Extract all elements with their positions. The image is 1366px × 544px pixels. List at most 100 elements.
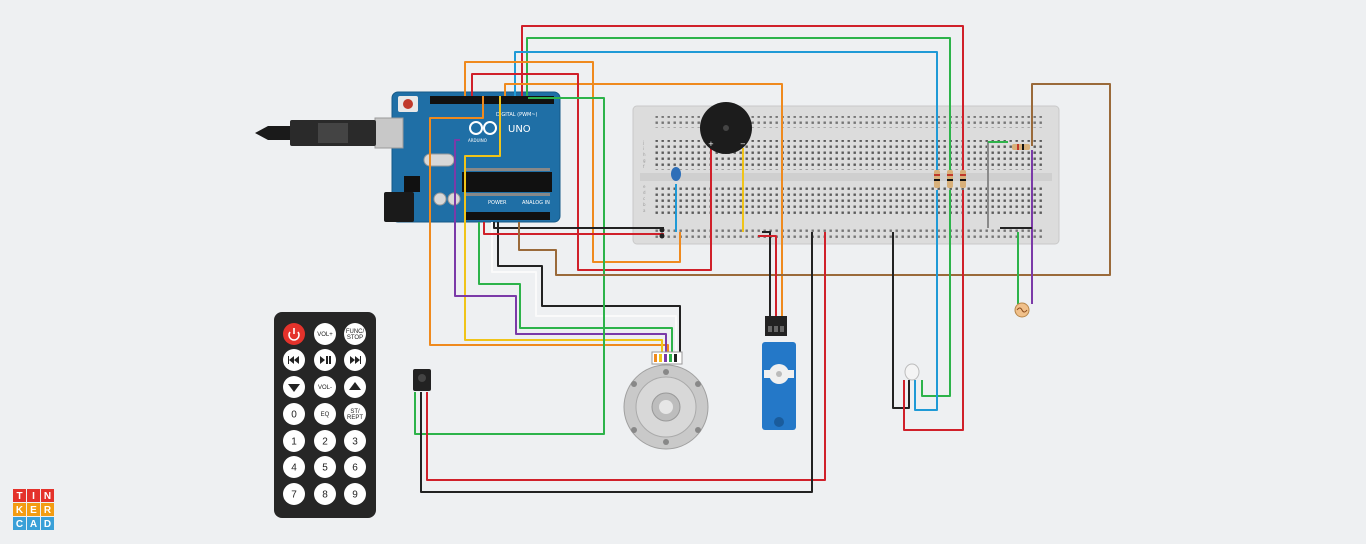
remote-button-label: FUNC/ (346, 329, 365, 335)
remote-button-label: 1 (291, 437, 297, 448)
remote-button-12[interactable]: 1 (283, 430, 305, 452)
bottom-power-rail (652, 226, 1044, 238)
svg-text:d: d (643, 190, 646, 195)
purple-wire-stepper[interactable] (454, 139, 667, 355)
orange-wire-stepper[interactable] (429, 96, 669, 355)
yellow-wire-stepper[interactable] (464, 96, 663, 355)
servo-motor[interactable] (762, 316, 796, 430)
white-wire-stepper[interactable] (491, 222, 677, 355)
wires (414, 25, 1111, 493)
logo-tile (41, 517, 54, 530)
digital-label: DIGITAL (PWM~) (496, 112, 538, 118)
svg-text:a: a (643, 208, 646, 213)
resistor-ldr[interactable] (1012, 144, 1030, 150)
remote-button-15[interactable]: 4 (283, 456, 305, 478)
blue-wire-rgb[interactable] (914, 190, 938, 411)
remote-button-18[interactable]: 7 (283, 483, 305, 505)
logo-tile (27, 489, 40, 502)
black-wire-ground-rail[interactable] (493, 222, 664, 229)
remote-button-label: 6 (352, 463, 358, 474)
remote-button-0[interactable] (283, 323, 305, 345)
ir-remote[interactable]: VOL+ FUNC/STOP VOL- 0 EQ ST/REPT 1 2 3 4 5 6 7 8 9 (274, 312, 376, 518)
green-wire-stepper[interactable] (478, 222, 673, 355)
remote-button-17[interactable]: 6 (344, 456, 366, 478)
orange-wire-servo[interactable] (504, 83, 783, 318)
usb-cable[interactable] (255, 120, 376, 146)
remote-button-6[interactable] (283, 376, 305, 398)
previous-track-icon (288, 356, 299, 364)
orange-wire-buzzer[interactable] (464, 61, 681, 263)
logo-letter: R (44, 505, 52, 516)
ir-receiver[interactable] (413, 369, 431, 391)
red-wire-buzzer[interactable] (471, 73, 712, 271)
remote-button-label: STOP (347, 335, 363, 341)
logo-tile (41, 503, 54, 516)
remote-button-7[interactable]: VOL- (314, 376, 336, 398)
logo-tile (13, 489, 26, 502)
arduino-logo-text: ARDUINO (468, 138, 487, 143)
piezo-buzzer[interactable]: + − (700, 102, 752, 154)
remote-button-13[interactable]: 2 (314, 430, 336, 452)
svg-text:+: + (708, 140, 714, 148)
remote-button-label: 8 (322, 490, 328, 501)
power-label: POWER (488, 200, 507, 206)
remote-button-label: 7 (291, 490, 297, 501)
svg-text:e: e (643, 184, 646, 189)
remote-button-8[interactable] (344, 376, 366, 398)
logo-letter: K (16, 505, 24, 516)
remote-button-label: EQ (321, 412, 330, 418)
remote-button-14[interactable]: 3 (344, 430, 366, 452)
black-wire-rgb[interactable] (892, 232, 910, 409)
remote-button-4[interactable] (314, 349, 336, 371)
remote-button-2[interactable]: FUNC/STOP (344, 323, 366, 345)
terminal-strip-bottom (652, 184, 1044, 214)
remote-button-1[interactable]: VOL+ (314, 323, 336, 345)
logo-tile (41, 489, 54, 502)
green-wire-ir[interactable] (414, 97, 605, 435)
remote-button-label: ST/ (350, 409, 360, 415)
remote-button-label: 2 (322, 437, 328, 448)
black-wire-ir[interactable] (420, 232, 813, 493)
remote-button-20[interactable]: 9 (344, 483, 366, 505)
red-wire-rgb[interactable] (903, 190, 964, 431)
down-arrow-icon (288, 384, 300, 392)
red-wire-power-rail[interactable] (483, 222, 664, 235)
logo-letter: D (44, 519, 51, 530)
remote-button-label: 4 (291, 463, 297, 474)
next-track-icon (350, 356, 361, 364)
black-wire-servo[interactable] (762, 231, 771, 318)
remote-button-3[interactable] (283, 349, 305, 371)
photoresistor[interactable] (1014, 302, 1030, 318)
green-wire-top[interactable] (526, 37, 951, 186)
power-jack (384, 192, 414, 222)
remote-button-11[interactable]: ST/REPT (344, 403, 366, 425)
remote-button-10[interactable]: EQ (314, 403, 336, 425)
logo-tile (27, 503, 40, 516)
up-arrow-icon (349, 382, 361, 390)
stepper-motor[interactable] (623, 351, 709, 450)
red-wire-servo[interactable] (758, 235, 777, 318)
blue-led[interactable] (671, 167, 681, 181)
microcontroller-chip (462, 172, 552, 192)
svg-text:h: h (643, 152, 646, 157)
red-wire-ir[interactable] (426, 232, 826, 481)
remote-button-label: 9 (352, 490, 358, 501)
remote-button-5[interactable] (344, 349, 366, 371)
brown-wire-ldr[interactable] (518, 83, 1111, 276)
svg-text:c: c (643, 196, 645, 201)
remote-button-label: VOL+ (317, 332, 333, 338)
black-wire-stepper[interactable] (497, 222, 681, 355)
rgb-led[interactable] (904, 363, 920, 381)
resistor-group[interactable] (934, 170, 966, 188)
logo-letter: C (16, 519, 23, 530)
remote-button-16[interactable]: 5 (314, 456, 336, 478)
logo-tile (13, 517, 26, 530)
remote-button-9[interactable]: 0 (283, 403, 305, 425)
logo-letter: E (30, 505, 37, 516)
remote-button-19[interactable]: 8 (314, 483, 336, 505)
remote-button-label: 3 (352, 437, 358, 448)
